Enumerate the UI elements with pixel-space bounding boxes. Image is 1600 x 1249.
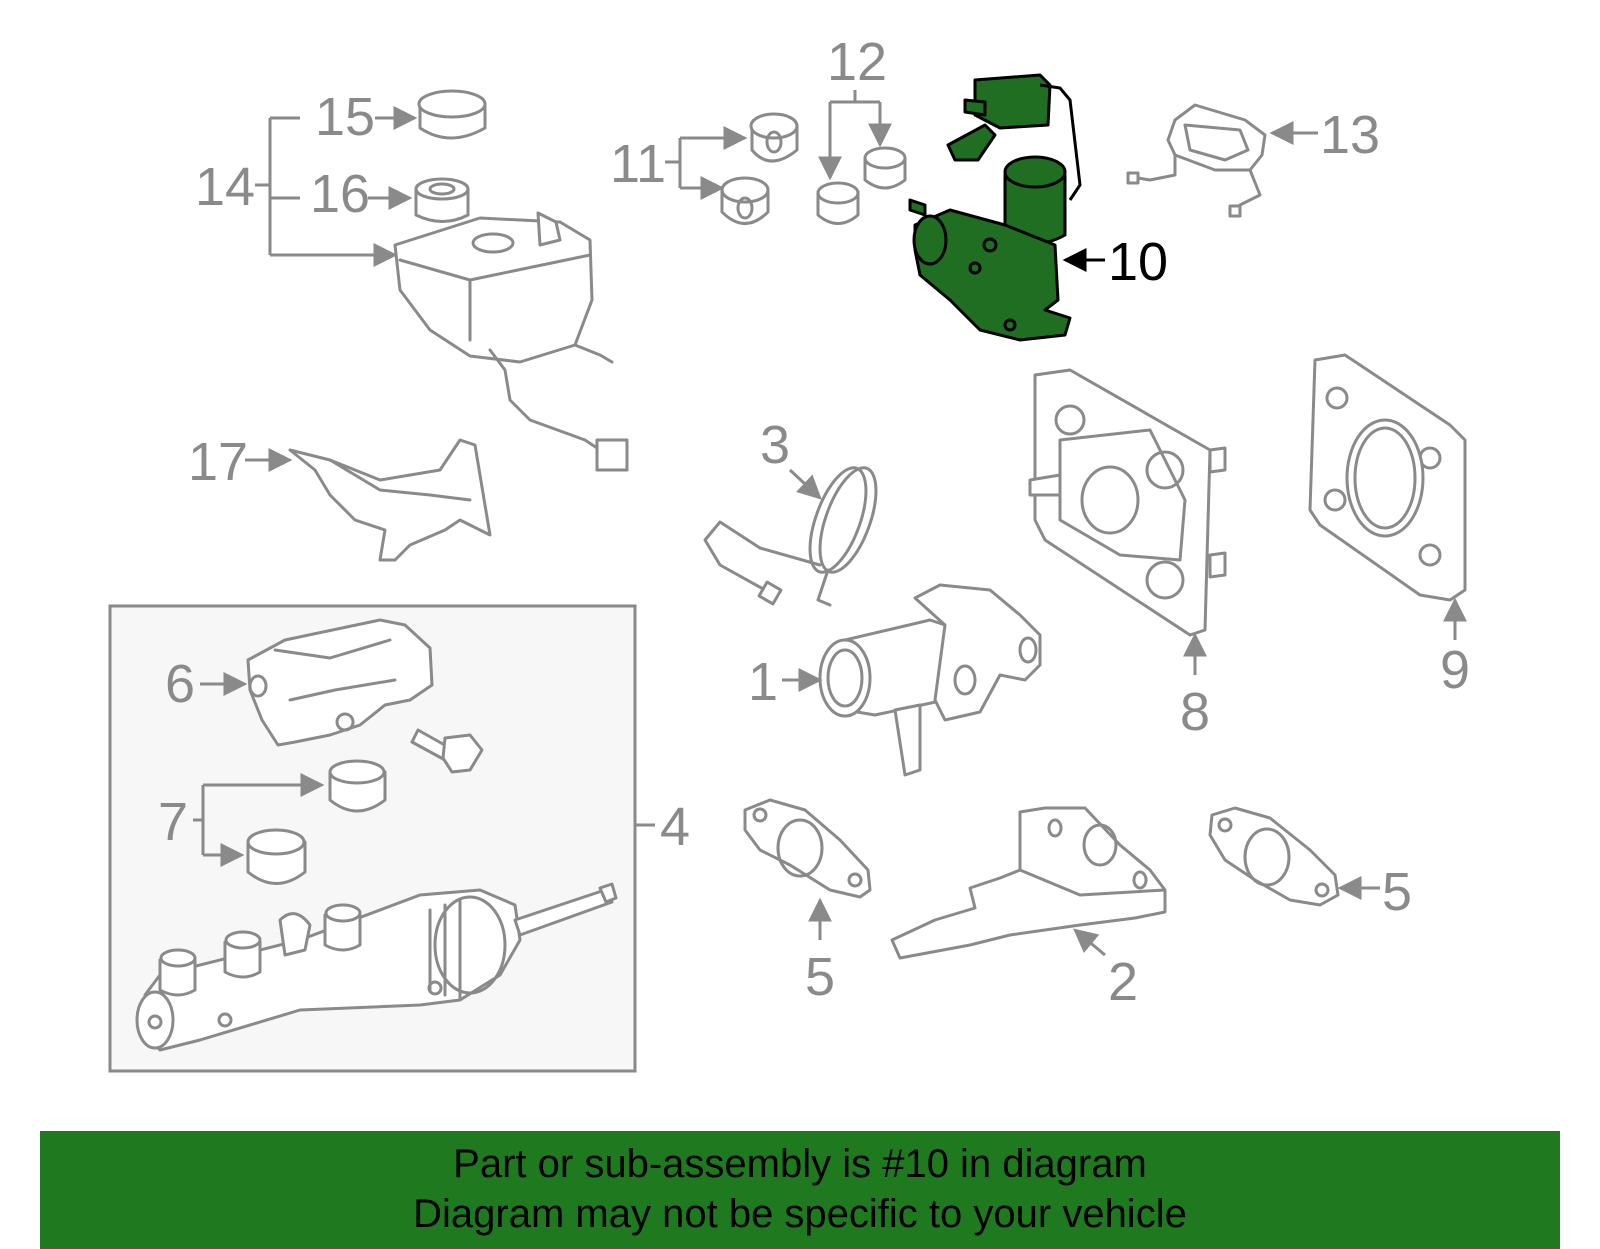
seal-12b-part <box>863 146 907 190</box>
callout-17: 17 <box>188 432 248 492</box>
callout-3: 3 <box>760 415 790 475</box>
callout-14-group: 14 <box>195 116 398 267</box>
gasket-5a-part: 5 <box>743 798 872 1007</box>
plate-8-part: 8 <box>1028 368 1227 742</box>
info-banner: Part or sub-assembly is #10 in diagram D… <box>40 1131 1560 1249</box>
callout-4: 4 <box>660 797 690 857</box>
valve-1-part: 1 <box>748 583 1042 777</box>
callout-13-group: 13 <box>1126 103 1380 218</box>
gasket-9-part: 9 <box>1308 353 1470 700</box>
reservoir-tank-part <box>393 211 629 472</box>
hose-3-part <box>703 466 878 607</box>
strainer-part <box>414 177 470 223</box>
callout-6: 6 <box>165 654 195 714</box>
callout-15: 15 <box>315 87 375 147</box>
callout-16-group: 16 <box>310 164 470 224</box>
callout-15-group: 15 <box>315 87 487 147</box>
reservoir-cap-part <box>417 89 487 140</box>
callout-16: 16 <box>310 164 370 224</box>
banner-line-1: Part or sub-assembly is #10 in diagram <box>453 1142 1147 1186</box>
callout-13: 13 <box>1320 105 1380 165</box>
callout-10-group: 10 <box>1062 232 1168 292</box>
bracket-17-part <box>288 438 492 562</box>
callout-1: 1 <box>748 652 778 712</box>
callout-12-group: 12 <box>816 32 907 225</box>
callout-3-group: 3 <box>703 415 878 607</box>
callout-17-group: 17 <box>188 432 492 562</box>
callout-10: 10 <box>1108 232 1168 292</box>
assembly-4-box: 4 6 7 <box>108 604 690 1073</box>
seal-12a-part <box>816 181 860 225</box>
pump-motor-10-part <box>908 73 1082 342</box>
callout-2: 2 <box>1108 952 1138 1012</box>
banner-line-2: Diagram may not be specific to your vehi… <box>413 1192 1187 1236</box>
wire-harness-13-part <box>1126 103 1267 218</box>
grommet-7a-part <box>328 759 387 813</box>
callout-11-group: 11 <box>610 112 799 225</box>
gasket-5b-part: 5 <box>1208 806 1412 922</box>
callout-12: 12 <box>827 32 887 92</box>
grommet-11a-part <box>749 112 799 163</box>
reservoir-6-part: 6 <box>165 618 434 747</box>
master-cylinder-part <box>135 882 618 1052</box>
bolt-part <box>410 728 484 774</box>
bracket-2-part: 2 <box>890 806 1167 1012</box>
grommet-7b-part <box>246 828 307 885</box>
callout-9: 9 <box>1440 640 1470 700</box>
callout-5b: 5 <box>1382 862 1412 922</box>
callout-7: 7 <box>158 792 188 852</box>
callout-8: 8 <box>1180 682 1210 742</box>
grommet-11b-part <box>720 176 770 225</box>
callout-11: 11 <box>610 134 666 194</box>
callout-7-group: 7 <box>158 759 387 885</box>
callout-5a: 5 <box>805 947 835 1007</box>
callout-14: 14 <box>195 157 255 217</box>
